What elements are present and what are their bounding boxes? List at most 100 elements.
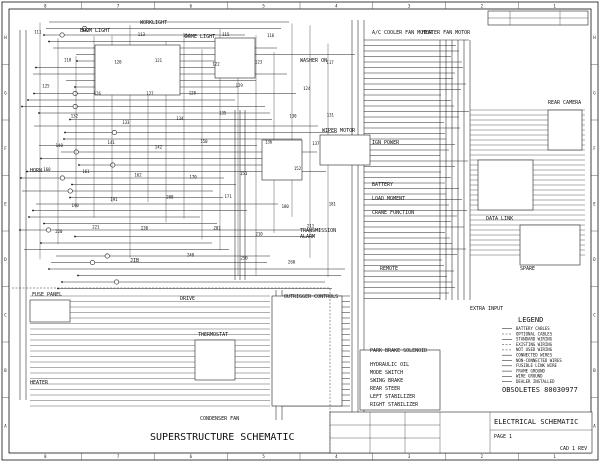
superstructure-boundary bbox=[12, 287, 331, 452]
thermostat-label: THERMOSTAT bbox=[198, 332, 228, 338]
wire-number: 180 bbox=[282, 204, 290, 209]
component-labels: BOOM LIGHT WORKLIGHT DOME LIGHT A/C COOL… bbox=[30, 20, 581, 422]
zone-letter-right: G bbox=[593, 90, 596, 95]
zone-number-bot: 3 bbox=[408, 454, 411, 459]
mode-switch-label: MODE SWITCH bbox=[370, 370, 403, 376]
zone-number-top: 7 bbox=[117, 4, 120, 9]
hydraulic-oil-label: HYDRAULIC OIL bbox=[370, 362, 409, 368]
wire-number: 191 bbox=[110, 197, 118, 202]
load-moment-label: LOAD MOMENT bbox=[372, 196, 405, 202]
wire-number: 126 bbox=[94, 91, 102, 96]
wire-number: 125 bbox=[42, 83, 50, 88]
zone-number-top: 6 bbox=[190, 4, 193, 9]
left-stabilizer-label: LEFT STABILIZER bbox=[370, 394, 416, 400]
superstructure-title: SUPERSTRUCTURE SCHEMATIC bbox=[150, 432, 295, 443]
legend-title: LEGEND bbox=[518, 316, 543, 324]
device-symbol bbox=[59, 32, 65, 38]
wire-number: 210 bbox=[255, 231, 263, 236]
device-symbol bbox=[89, 259, 95, 265]
junction-dot bbox=[43, 222, 45, 225]
extra-input-label: EXTRA INPUT bbox=[470, 306, 503, 312]
junction-dot bbox=[26, 170, 28, 173]
wire-number: 113 bbox=[138, 32, 146, 37]
legend-item-label: FUSIBLE LINK WIRE bbox=[516, 363, 558, 368]
zone-letter-left: D bbox=[4, 257, 7, 262]
zone-number-bot: 4 bbox=[335, 454, 338, 459]
title-block-sheet: CAD 1 REV bbox=[560, 446, 587, 452]
junction-dot bbox=[61, 281, 63, 283]
battery-label: BATTERY bbox=[372, 182, 393, 188]
wire-number: 152 bbox=[294, 166, 302, 171]
wire-number: 128 bbox=[189, 91, 197, 96]
zone-number-bot: 7 bbox=[117, 454, 120, 459]
zone-number-top: 1 bbox=[553, 4, 556, 9]
wire-number: 240 bbox=[187, 253, 195, 258]
junction-dot bbox=[43, 34, 45, 36]
component-blocks bbox=[29, 37, 583, 411]
zone-letter-right: A bbox=[593, 423, 596, 428]
wire-number: 221 bbox=[92, 224, 100, 229]
junction-dot bbox=[69, 118, 71, 121]
wire-number: 161 bbox=[82, 169, 90, 174]
legend-item-label: BATTERY CABLES bbox=[516, 326, 550, 331]
wire-number: 133 bbox=[122, 120, 130, 125]
jib-label: JIB bbox=[130, 258, 139, 264]
transmission-label: TRANSMISSION bbox=[300, 228, 336, 234]
junction-dot bbox=[77, 274, 79, 277]
junction-dot bbox=[74, 86, 76, 88]
wire-number: 124 bbox=[303, 86, 311, 91]
wire-number: 201 bbox=[213, 226, 221, 231]
transmission-connector bbox=[519, 224, 581, 266]
junction-dot bbox=[74, 235, 76, 238]
zone-letter-right: E bbox=[593, 201, 596, 206]
outrigger-control-block bbox=[271, 295, 343, 407]
junction-dot bbox=[33, 92, 35, 95]
dome-light-label: DOME LIGHT bbox=[185, 34, 215, 40]
device-symbol bbox=[72, 104, 78, 110]
wire-number: 140 bbox=[56, 143, 64, 148]
wire-number: 122 bbox=[212, 61, 220, 66]
title-block-page: PAGE 1 bbox=[494, 434, 512, 440]
zone-number-bot: 6 bbox=[190, 454, 193, 459]
title-block: ELECTRICAL SCHEMATIC PAGE 1 CAD 1 REV bbox=[329, 411, 593, 454]
worklight-label: WORKLIGHT bbox=[140, 20, 167, 26]
obsolete-label: OBSOLETES 80030977 bbox=[502, 386, 578, 394]
zone-letter-right: F bbox=[593, 146, 596, 151]
wire-number: 200 bbox=[166, 195, 174, 200]
wire-number: 115 bbox=[222, 32, 230, 37]
alarm-label: ALARM bbox=[300, 234, 315, 240]
junction-dot bbox=[40, 242, 42, 244]
junction-dot bbox=[28, 216, 30, 218]
camera-label: REAR CAMERA bbox=[548, 100, 581, 106]
wire-number: 114 bbox=[183, 33, 191, 38]
bus-lines bbox=[19, 20, 471, 420]
swing-brake-label: SWING BRAKE bbox=[370, 378, 403, 384]
wire-number: 137 bbox=[312, 141, 320, 146]
rear-steer-label: REAR STEER bbox=[370, 386, 401, 392]
wire-number: 250 bbox=[240, 255, 248, 260]
zone-letter-left: B bbox=[4, 368, 7, 373]
wire-number: 120 bbox=[114, 60, 122, 65]
legend-item-label: FRAME GROUND bbox=[516, 368, 545, 373]
wire-number: 260 bbox=[288, 259, 296, 264]
wire-number: 134 bbox=[176, 116, 184, 121]
device-symbol bbox=[72, 91, 78, 97]
junction-dot bbox=[21, 105, 23, 108]
junction-dot bbox=[32, 209, 34, 212]
zone-number-top: 5 bbox=[262, 4, 265, 9]
junction-dot bbox=[78, 164, 80, 166]
spare-label: SPARE bbox=[520, 266, 535, 272]
wire-number: 130 bbox=[289, 113, 297, 118]
legend-item-label: CONNECTED WIRES bbox=[516, 353, 553, 358]
zone-number-top: 8 bbox=[44, 4, 47, 9]
junction-dot bbox=[63, 138, 65, 140]
ign-power-label: IGN POWER bbox=[372, 140, 400, 146]
condenser-label: CONDENSER FAN bbox=[200, 416, 239, 422]
wire-number: 112 bbox=[82, 28, 90, 33]
legend-item-label: WIRE GROUND bbox=[516, 374, 543, 379]
ac-cooler-label: A/C COOLER FAN MOTOR bbox=[372, 30, 433, 36]
device-symbol bbox=[59, 175, 65, 181]
wire-number: 190 bbox=[72, 203, 80, 208]
